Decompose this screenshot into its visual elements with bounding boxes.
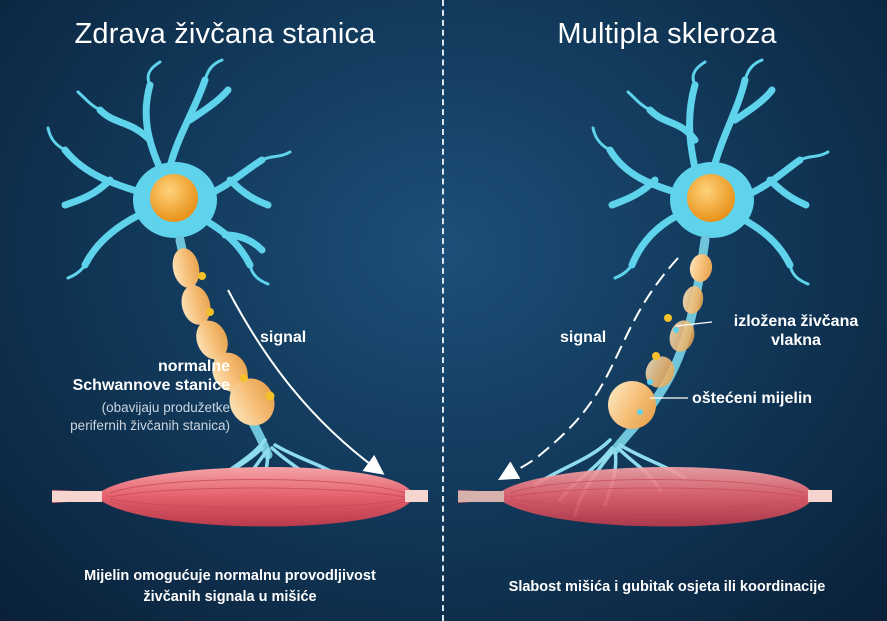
exposed-fibers-label-line1: izložena živčana (733, 313, 859, 330)
signal-arrow-ms (498, 257, 679, 480)
panel-divider (442, 0, 444, 621)
ms-neuron (458, 58, 832, 527)
caption-ms: Slabost mišića i gubitak osjeta ili koor… (508, 579, 826, 595)
caption-healthy-line2: živčanih signala u mišiće (143, 589, 317, 605)
schwann-note-line1: (obavijaju produžetke (101, 400, 230, 415)
exposed-fibers-label-line2: vlakna (771, 332, 821, 349)
schwann-note-line2: perifernih živčanih stanica) (70, 418, 230, 433)
title-ms: Multipla skleroza (557, 18, 777, 50)
pointer-exposed (675, 321, 713, 327)
signal-label-ms: signal (560, 329, 607, 346)
title-healthy: Zdrava živčana stanica (74, 18, 376, 50)
caption-healthy-line1: Mijelin omogućuje normalnu provodljivost (84, 568, 376, 584)
myelin-segments-damaged (608, 254, 713, 429)
damaged-myelin-label: oštećeni mijelin (692, 390, 813, 407)
healthy-neuron (46, 58, 428, 527)
schwann-label-line1: normalne (157, 358, 230, 375)
signal-arrow-healthy (227, 289, 385, 475)
signal-label-healthy: signal (260, 329, 307, 346)
schwann-label-line2: Schwannove stanice (72, 377, 230, 394)
myelin-segments-healthy (172, 248, 275, 426)
